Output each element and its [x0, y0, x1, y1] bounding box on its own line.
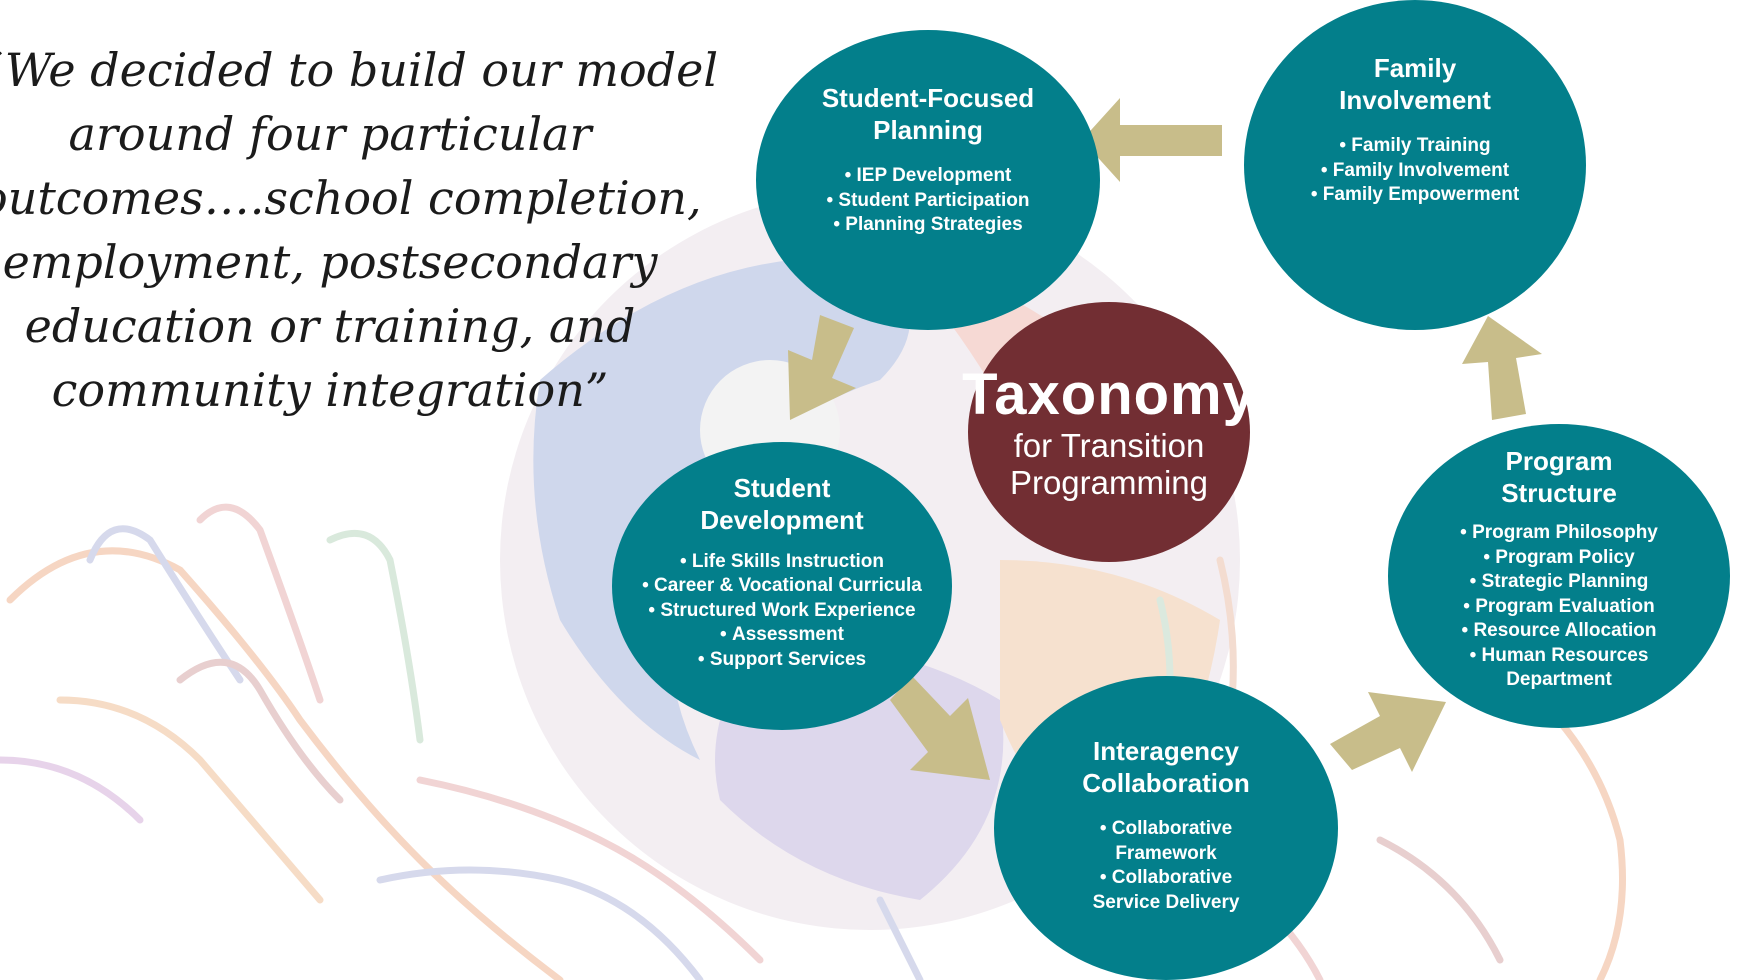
- node-program-structure: Program Structure Program Philosophy Pro…: [1388, 424, 1730, 728]
- node-title-line: Collaboration: [1082, 768, 1250, 798]
- node-items: Family Training Family Involvement Famil…: [1311, 134, 1519, 208]
- center-subtitle-line: Programming: [1009, 464, 1209, 501]
- quote-line: employment, postsecondary: [2, 235, 658, 289]
- list-item: Strategic Planning: [1460, 570, 1658, 595]
- node-items: Program Philosophy Program Policy Strate…: [1460, 521, 1658, 693]
- list-item: Support Services: [642, 648, 922, 673]
- node-items: IEP Development Student Participation Pl…: [826, 164, 1029, 238]
- list-item: Family Involvement: [1311, 159, 1519, 184]
- node-title: Student Development: [700, 472, 863, 536]
- list-item: Family Training: [1311, 134, 1519, 159]
- arrow-up-right-icon: [1330, 692, 1446, 772]
- list-item: Family Empowerment: [1311, 183, 1519, 208]
- node-family-involvement: Family Involvement Family Training Famil…: [1244, 0, 1586, 330]
- node-title-line: Involvement: [1339, 85, 1491, 116]
- node-title-line: Program: [1505, 446, 1613, 477]
- node-items: Life Skills Instruction Career & Vocatio…: [642, 550, 922, 673]
- node-title-line: Student: [733, 472, 831, 503]
- list-item: Resource Allocation: [1460, 619, 1658, 644]
- list-item: Collaborative: [1093, 817, 1240, 842]
- quote-line: around four particular: [68, 107, 592, 161]
- center-subtitle-line: for Transition: [1013, 427, 1205, 464]
- list-item: Planning Strategies: [826, 213, 1029, 238]
- node-student-focused-planning: Student-Focused Planning IEP Development…: [756, 30, 1100, 330]
- node-title: Student-Focused Planning: [822, 82, 1034, 146]
- node-title: Interagency Collaboration: [1082, 735, 1250, 799]
- node-title: Program Structure: [1501, 445, 1617, 509]
- list-item: Department: [1506, 669, 1612, 691]
- quote-line: “We decided to build our model: [0, 43, 719, 97]
- center-subtitle: for Transition Programming: [1010, 427, 1208, 501]
- quote-line: community integration”: [51, 363, 609, 417]
- center-title: Taxonomy: [962, 362, 1256, 427]
- center-taxonomy: Taxonomy for Transition Programming: [962, 302, 1255, 562]
- arrow-left-icon: [1082, 98, 1222, 182]
- quote-text: “We decided to build our model around fo…: [0, 38, 719, 422]
- node-title: Family Involvement: [1339, 52, 1491, 116]
- node-title-line: Development: [700, 504, 864, 535]
- node-items: Collaborative Framework Collaborative Se…: [1093, 817, 1240, 915]
- list-item: Human Resources: [1460, 644, 1658, 669]
- list-item: Career & Vocational Curricula: [642, 574, 922, 599]
- left-hand-outline: [0, 503, 764, 980]
- list-item: Framework: [1115, 842, 1217, 864]
- list-item: Program Philosophy: [1460, 521, 1658, 546]
- quote-line: outcomes….school completion,: [0, 171, 702, 225]
- list-item: Life Skills Instruction: [642, 550, 922, 575]
- arrow-down-right-icon: [890, 676, 990, 780]
- node-interagency-collaboration: Interagency Collaboration Collaborative …: [994, 676, 1338, 980]
- list-item: Program Policy: [1460, 546, 1658, 571]
- node-student-development: Student Development Life Skills Instruct…: [612, 442, 952, 730]
- list-item: Student Participation: [826, 189, 1029, 214]
- list-item: Assessment: [642, 623, 922, 648]
- quote-line: education or training, and: [24, 299, 636, 353]
- list-item: Service Delivery: [1092, 891, 1240, 913]
- node-title-line: Interagency: [1093, 736, 1239, 766]
- list-item: Collaborative: [1093, 866, 1240, 891]
- arrow-up-icon: [1462, 316, 1542, 420]
- list-item: Program Evaluation: [1460, 595, 1658, 620]
- arrow-down-left-icon: [788, 315, 856, 420]
- node-title-line: Student-Focused: [821, 83, 1035, 114]
- node-title-line: Structure: [1501, 478, 1617, 509]
- node-title-line: Family: [1373, 53, 1457, 84]
- list-item: IEP Development: [826, 164, 1029, 189]
- list-item: Structured Work Experience: [642, 599, 922, 624]
- node-title-line: Planning: [873, 115, 983, 146]
